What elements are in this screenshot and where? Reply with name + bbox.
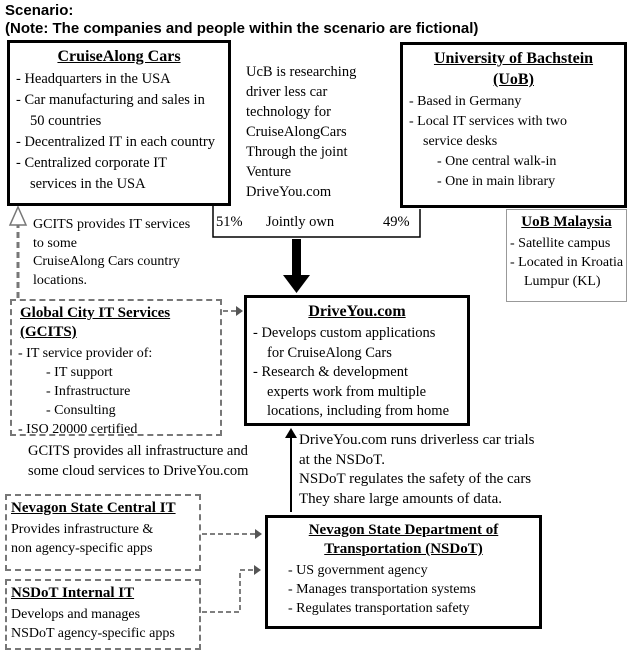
uob-box: University of Bachstein (UoB) - Based in… <box>400 42 627 208</box>
text-line: 50 countries <box>30 113 102 129</box>
gcits-title-line2: (GCITS) <box>20 324 77 340</box>
text-line: CruiseAlongCars <box>246 124 347 140</box>
text-line: - Consulting <box>46 403 116 418</box>
text-line: GCITS provides all infrastructure and <box>28 443 248 459</box>
text-line: Lumpur (KL) <box>524 274 601 289</box>
text-line: Provides infrastructure & <box>11 522 154 537</box>
text-line: - Local IT services with two <box>409 114 567 129</box>
nsdot-internal-it-title: NSDoT Internal IT <box>11 585 135 601</box>
text-line: UcB is researching <box>246 64 357 80</box>
page-note: (Note: The companies and people within t… <box>5 20 479 37</box>
nsdot-title-line2: Transportation (NSDoT) <box>324 541 483 557</box>
text-line: - Manages transportation systems <box>288 582 476 597</box>
page-title: Scenario: <box>5 2 74 19</box>
text-line: - One central walk-in <box>437 154 557 169</box>
gcits-box: Global City IT Services (GCITS) - IT ser… <box>10 299 222 439</box>
text-line: - Decentralized IT in each country <box>16 134 216 150</box>
text-line: DriveYou.com <box>246 184 332 200</box>
nevagon-central-it-title: Nevagon State Central IT <box>11 500 176 516</box>
text-line: - Develops custom applications <box>253 325 436 341</box>
nsdot-items: - US government agency - Manages transpor… <box>268 559 539 618</box>
text-line: - IT support <box>46 365 113 380</box>
nevagon-central-it-lines: Provides infrastructure & non agency-spec… <box>7 518 199 558</box>
text-line: services in the USA <box>30 176 146 192</box>
text-line: some cloud services to DriveYou.com <box>28 463 249 479</box>
text-line: - One in main library <box>437 174 556 189</box>
ucb-research-note: UcB is researching driver less car technol… <box>246 62 356 202</box>
text-line: - ISO 20000 certified <box>18 422 138 437</box>
text-line: non agency-specific apps <box>11 541 153 556</box>
driveyou-title: DriveYou.com <box>308 303 406 320</box>
text-line: Venture <box>246 164 292 180</box>
text-line: for CruiseAlong Cars <box>267 344 392 361</box>
text-line: service desks <box>423 134 498 149</box>
text-line: - Based in Germany <box>409 94 522 109</box>
driveyou-items: - Develops custom applications for Cruise… <box>247 322 467 422</box>
text-line: experts work from multiple <box>267 383 427 400</box>
text-line: - Regulates transportation safety <box>288 601 470 616</box>
cruisealong-cars-box: CruiseAlong Cars - Headquarters in the U… <box>7 40 231 206</box>
cruisealong-cars-title: CruiseAlong Cars <box>57 48 181 65</box>
uob-malaysia-box: UoB Malaysia - Satellite campus - Located… <box>506 209 627 302</box>
nsdot-internal-to-nsdot-arrow-head <box>254 565 261 575</box>
text-line: at the NSDoT. <box>299 451 385 468</box>
joint-venture-right-share: 49% <box>383 214 410 230</box>
nsdot-internal-to-nsdot-arrow-shaft <box>202 569 254 613</box>
cruisealong-cars-items: - Headquarters in the USA - Car manufactu… <box>10 67 228 195</box>
gcits-driveyou-note: GCITS provides all infrastructure and som… <box>28 441 248 481</box>
text-line: - IT service provider of: <box>18 346 153 361</box>
text-line: They share large amounts of data. <box>299 490 502 507</box>
text-line: - Located in Kroatia <box>510 255 624 270</box>
nsdot-box: Nevagon State Department of Transportati… <box>265 515 542 629</box>
text-line: to some <box>33 235 77 251</box>
text-line: - Satellite campus <box>510 236 611 251</box>
text-line: GCITS provides IT services <box>33 217 191 232</box>
text-line: locations. <box>33 272 88 288</box>
joint-venture-down-arrow <box>283 239 310 293</box>
text-line: NSDoT regulates the safety of the cars <box>299 471 532 487</box>
gcits-to-driveyou-arrow-head <box>236 306 243 316</box>
text-line: Through the joint <box>246 144 348 160</box>
text-line: DriveYou.com runs driverless car trials <box>299 432 535 448</box>
text-line: locations, including from home <box>267 403 450 419</box>
text-line: - Headquarters in the USA <box>16 71 171 87</box>
uob-title-line1: University of Bachstein <box>433 50 594 67</box>
nevagon-central-to-nsdot-arrow-head <box>255 529 262 539</box>
nsdot-to-driveyou-arrow-head <box>285 428 297 438</box>
driveyou-box: DriveYou.com - Develops custom applicati… <box>244 295 470 426</box>
text-line: driver less car <box>246 84 328 100</box>
text-line: - Car manufacturing and sales in <box>16 92 205 108</box>
text-line: CruiseAlong Cars country <box>33 254 180 269</box>
text-line: NSDoT agency-specific apps <box>11 626 175 641</box>
text-line: - Infrastructure <box>46 384 131 399</box>
uob-items: - Based in Germany - Local IT services wi… <box>403 90 624 192</box>
text-line: technology for <box>246 104 331 120</box>
gcits-items: - IT service provider of: - IT support - I… <box>12 342 220 439</box>
gcits-to-cruisealong-arrow-head <box>8 205 28 226</box>
nsdot-title-line1: Nevagon State Department of <box>308 522 499 538</box>
driveyou-nsdot-note: DriveYou.com runs driverless car trials a… <box>299 431 535 509</box>
text-line: - Centralized corporate IT <box>16 155 167 171</box>
text-line: Develops and manages <box>11 607 141 622</box>
uob-title-line2: (UoB) <box>493 71 534 88</box>
text-line: - US government agency <box>288 563 428 578</box>
nevagon-central-it-box: Nevagon State Central IT Provides infras… <box>5 494 201 571</box>
uob-malaysia-title: UoB Malaysia <box>521 214 612 230</box>
joint-venture-label: Jointly own <box>266 214 335 230</box>
joint-venture-left-share: 51% <box>216 214 243 230</box>
text-line: - Research & development <box>253 364 409 380</box>
gcits-title-line1: Global City IT Services <box>20 305 171 321</box>
